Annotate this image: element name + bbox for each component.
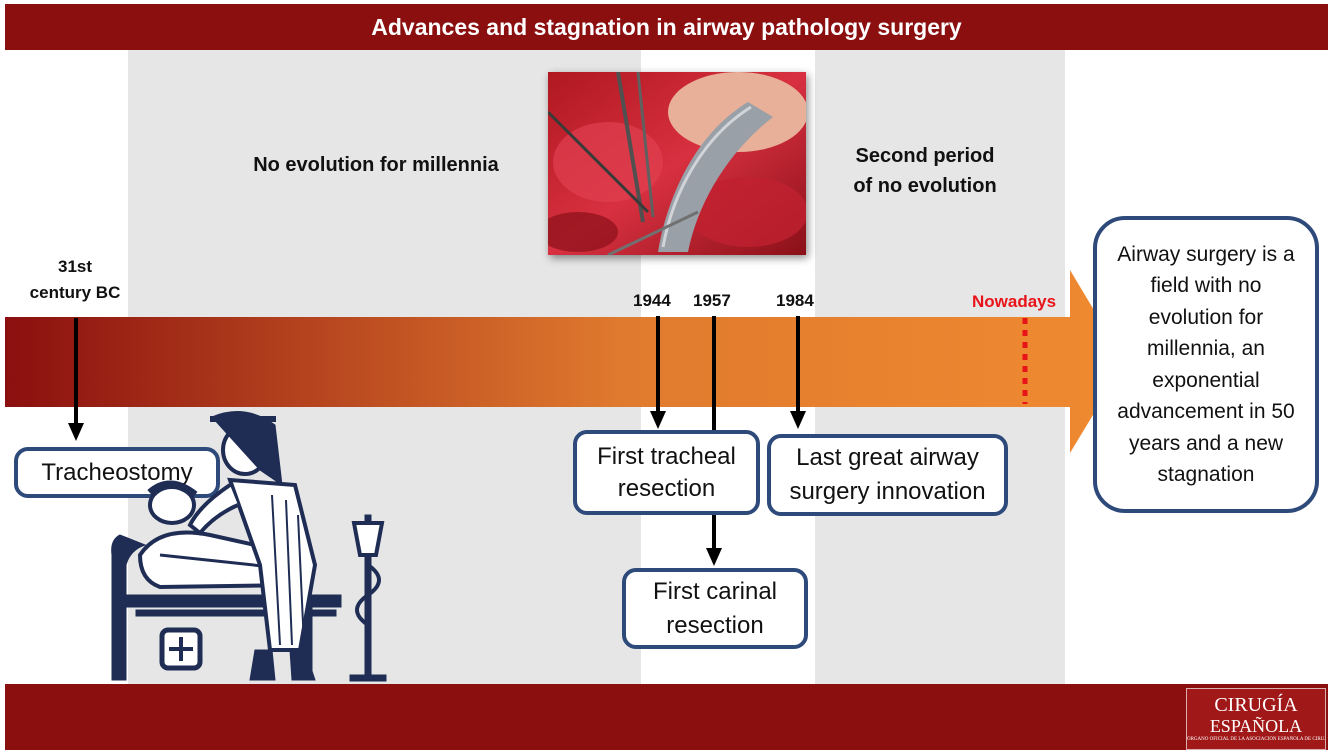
conclusion-line: field with no: [1150, 274, 1262, 297]
event-box-last-great-innovation: Last great airway surgery innovation: [767, 434, 1008, 516]
conclusion-line: millennia, an: [1147, 337, 1265, 360]
event-arrow-1944: [650, 316, 666, 429]
logo-line3: ÓRGANO OFICIAL DE LA ASOCIACIÓN ESPAÑOLA…: [1187, 737, 1325, 742]
period-label-no-evolution: No evolution for millennia: [253, 154, 499, 176]
origin-label-line2: century BC: [29, 283, 121, 302]
footer-bar: [5, 684, 1328, 750]
logo-line2: ESPAÑOLA: [1209, 716, 1303, 736]
timeline-arrow: [5, 270, 1125, 453]
event-year-1957: 1957: [693, 291, 731, 310]
period-label-second: Second period of no evolution: [830, 141, 1020, 201]
event-label-1957-line1: First carinal: [652, 577, 778, 605]
tracheostomy-box: Tracheostomy: [14, 447, 220, 498]
conclusion-line: evolution for: [1148, 305, 1264, 329]
surgery-photo: [548, 72, 806, 255]
page-title: Advances and stagnation in airway pathol…: [371, 13, 962, 40]
event-year-1944: 1944: [633, 291, 671, 310]
conclusion-line: advancement in 50: [1117, 400, 1295, 423]
event-label-1984-line2: surgery innovation: [789, 478, 986, 505]
event-year-1984: 1984: [776, 291, 814, 310]
conclusion-line: Airway surgery is a: [1117, 242, 1295, 266]
nowadays-label: Nowadays: [972, 292, 1057, 311]
nowadays-marker: [1022, 318, 1028, 404]
conclusion-line: years and a new: [1128, 431, 1284, 455]
conclusion-box: Airway surgery is a field with no evolut…: [1093, 216, 1319, 513]
event-label-1944-line2: resection: [617, 474, 716, 502]
logo-line1: CIRUGÍA: [1214, 694, 1298, 716]
event-box-first-carinal-resection: First carinal resection: [622, 568, 808, 649]
egyptian-tracheostomy-illustration: [111, 411, 387, 682]
event-arrow-1984: [790, 316, 806, 429]
period-label-second-line1: Second period: [855, 145, 995, 167]
event-label-1984-line1: Last great airway: [796, 444, 979, 471]
origin-label: 31st century BC: [10, 254, 140, 306]
conclusion-line: stagnation: [1157, 463, 1255, 486]
event-label-1957-line2: resection: [666, 611, 764, 639]
period-label-second-line2: of no evolution: [853, 175, 997, 197]
origin-arrow: [68, 318, 84, 441]
event-box-first-tracheal-resection: First tracheal resection: [573, 430, 760, 515]
event-label-1944-line1: First tracheal: [597, 442, 736, 470]
journal-logo: CIRUGÍA ESPAÑOLA ÓRGANO OFICIAL DE LA AS…: [1186, 688, 1326, 750]
title-bar: Advances and stagnation in airway pathol…: [5, 4, 1328, 50]
origin-label-line1: 31st: [57, 257, 93, 276]
conclusion-line: exponential: [1152, 368, 1260, 392]
